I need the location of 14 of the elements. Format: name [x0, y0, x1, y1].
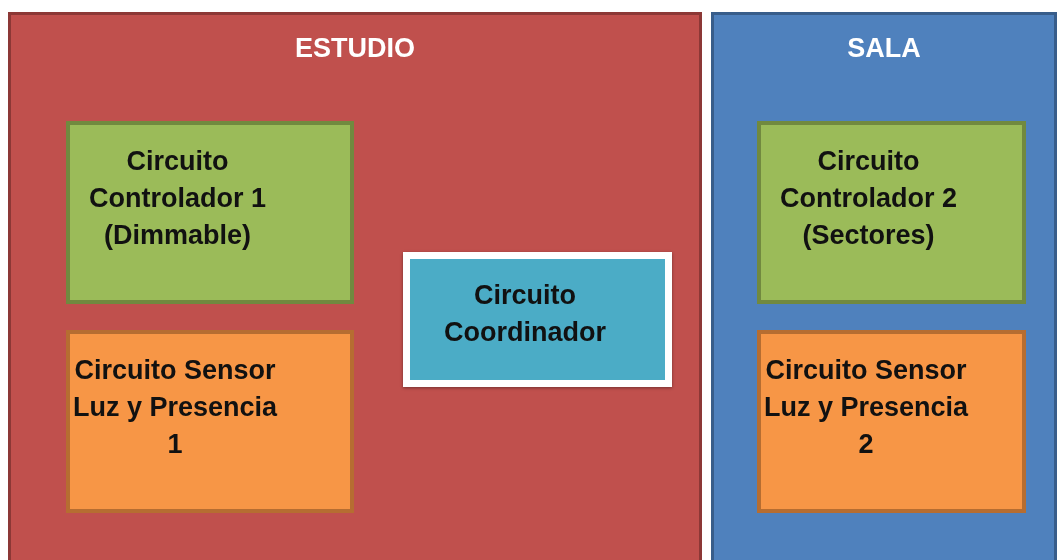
- zone-title: ESTUDIO: [294, 33, 416, 64]
- box-label: Circuito Sensor Luz y Presencia 2: [762, 354, 970, 461]
- sensor-box: [757, 330, 1026, 513]
- box-label: Circuito Coordinador: [443, 279, 607, 349]
- zone-title: SALA: [846, 33, 922, 64]
- coordinator-box: [403, 252, 672, 387]
- box-label: Circuito Sensor Luz y Presencia 1: [71, 354, 279, 461]
- controller-box: [66, 121, 354, 304]
- zone-panel: [8, 12, 702, 560]
- controller-box: [757, 121, 1026, 304]
- sensor-box: [66, 330, 354, 513]
- zone-panel: [711, 12, 1057, 560]
- box-label: Circuito Controlador 2 (Sectores): [779, 145, 958, 252]
- box-label: Circuito Controlador 1 (Dimmable): [88, 145, 267, 252]
